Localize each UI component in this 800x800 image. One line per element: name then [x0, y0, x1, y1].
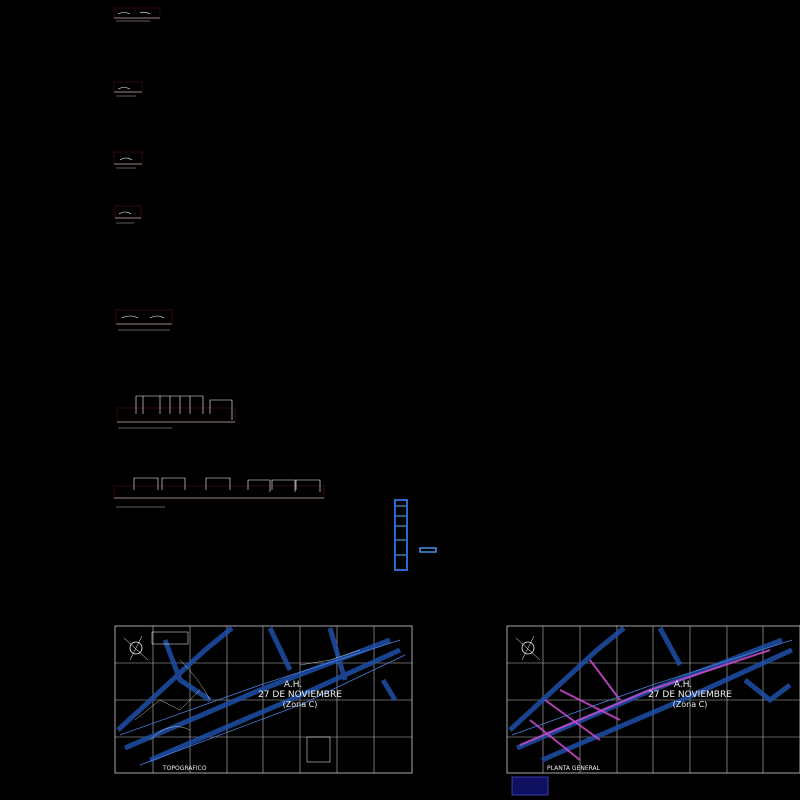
detail-column — [394, 499, 437, 571]
sheet-planta-general — [506, 625, 800, 796]
sheet2-project-line1: A.H. — [674, 680, 692, 690]
legend-box — [511, 776, 549, 796]
profile-5 — [115, 309, 173, 331]
sheet1-project-line3: (Zona C) — [283, 700, 318, 709]
sheet2-title: PLANTA GENERAL — [547, 765, 601, 772]
sheet2-project-line3: (Zona C) — [673, 700, 708, 709]
profile-6 — [116, 395, 236, 429]
sheet1-project-line1: A.H. — [284, 680, 302, 690]
profile-2 — [113, 81, 143, 97]
sheet1-title: TOPOGRAFICO — [162, 765, 207, 772]
profile-3 — [113, 151, 143, 169]
profile-7 — [113, 477, 325, 508]
sheet-topografico — [114, 625, 413, 774]
profile-4 — [114, 205, 142, 224]
profile-1 — [113, 7, 161, 22]
sheet2-project-line2: 27 DE NOVIEMBRE — [648, 690, 732, 700]
sheet1-project-line2: 27 DE NOVIEMBRE — [258, 690, 342, 700]
